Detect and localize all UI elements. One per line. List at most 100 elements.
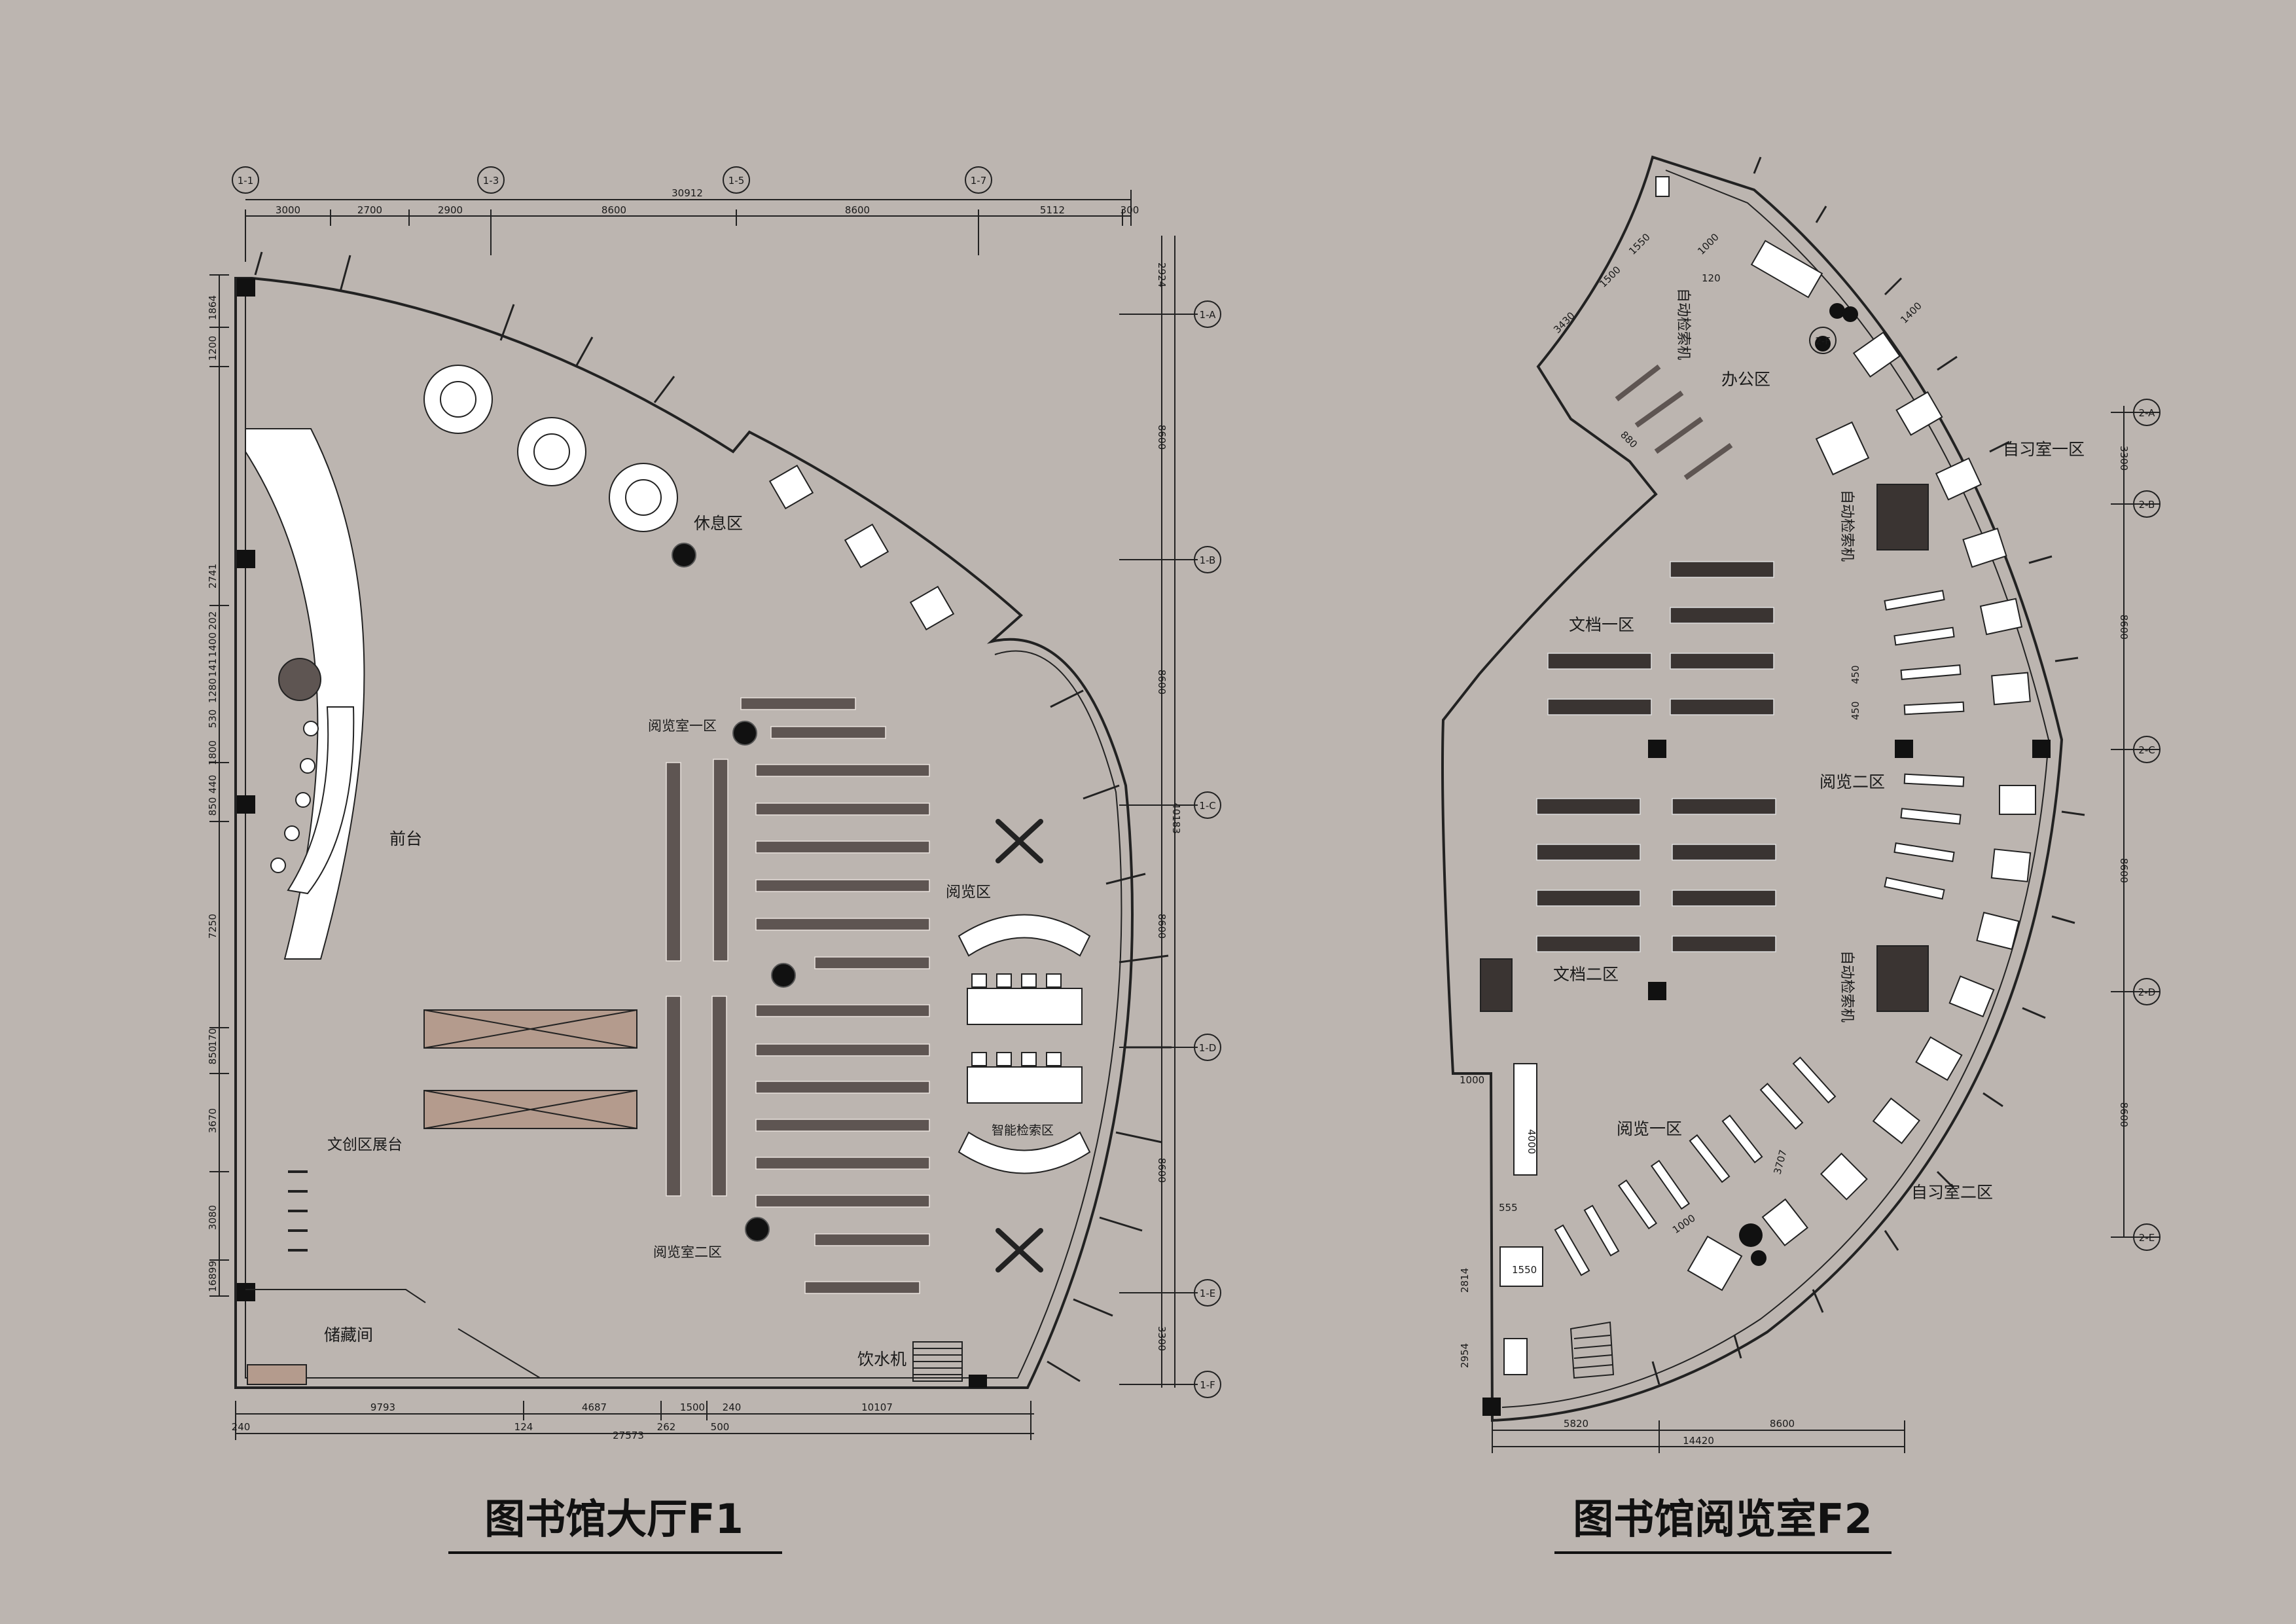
f2-label-study-2: 自习室二区 <box>1911 1183 1993 1202</box>
f2-study-chairs[interactable] <box>1687 421 1870 1291</box>
f2-right-dim: 8600 <box>2118 1102 2130 1127</box>
f2-reading-1-shelves <box>1554 1056 1837 1276</box>
f1-label-creative-display: 文创区展台 <box>327 1136 403 1153</box>
f2-label-reading-1: 阅览一区 <box>1617 1119 1682 1138</box>
f1-left-dim: 202 <box>207 611 219 630</box>
f2-dim: 1550 <box>1626 231 1653 257</box>
f1-left-dim: 440 <box>207 775 219 794</box>
f1-smart-search-desk-bottom[interactable] <box>958 1131 1091 1174</box>
f2-bottom-dim: 5820 <box>1564 1418 1588 1430</box>
f1-reading-station-1[interactable] <box>996 819 1043 863</box>
f2-label-study-1: 自习室一区 <box>2003 440 2085 459</box>
f1-axis-label: 1-7 <box>971 175 987 187</box>
f2-office-desks[interactable] <box>1655 176 1823 298</box>
f2-stairs[interactable] <box>1570 1321 1615 1379</box>
f1-left-dim: 1400 <box>207 632 219 657</box>
f1-columns <box>237 278 987 1388</box>
f1-axis-label: 1-A <box>1200 309 1217 321</box>
floor1-plan: 3000 2700 2900 8600 8600 5112 300 30912 … <box>207 166 1221 1554</box>
f2-inner-wall <box>1501 170 2050 1408</box>
f2-bottom-total: 14420 <box>1683 1435 1714 1447</box>
f2-dim: 1000 <box>1460 1074 1484 1086</box>
f2-label-archive-2: 文档二区 <box>1553 965 1619 984</box>
f2-axis-label: 2-E <box>2139 1232 2155 1244</box>
f1-bottom-dim: 4687 <box>582 1401 607 1413</box>
f2-dim: 4000 <box>1526 1129 1537 1154</box>
f2-label-reading-2: 阅览二区 <box>1820 772 1885 791</box>
f2-archive-shelves-2 <box>1536 798 1776 952</box>
f2-dim: 1500 <box>1597 264 1623 290</box>
f1-bottom-dimensions: 9793 4687 1500 10107 240 124 262 500 240… <box>232 1401 1034 1441</box>
f2-axis-right: 2-A 2-B 2-C 2-D 2-E 2-F <box>1809 327 2161 1251</box>
f2-auto-search-machines[interactable] <box>1480 484 1929 1012</box>
f2-window-mullions <box>1651 156 2085 1385</box>
f2-office-shelves <box>1615 364 1733 480</box>
f1-left-dim: 3080 <box>207 1205 219 1230</box>
f1-axis-label: 1-F <box>1200 1379 1215 1391</box>
f2-label-auto-search-low: 自动检索机 <box>1839 950 1855 1022</box>
f2-label-archive-1: 文档一区 <box>1569 615 1634 634</box>
f1-left-dim: 2741 <box>207 564 219 588</box>
f1-square-tables[interactable] <box>768 464 955 631</box>
f2-archive-shelves-1 <box>1547 561 1774 715</box>
f1-top-dim: 8600 <box>601 204 626 216</box>
f2-label-auto-search-top: 自动检索机 <box>1675 288 1691 360</box>
f2-meeting-tables[interactable] <box>1499 1063 1543 1375</box>
f2-dim: 1550 <box>1512 1264 1537 1276</box>
f1-top-total: 30912 <box>672 187 703 199</box>
f1-left-dim: 530 <box>207 710 219 729</box>
f1-right-dim: 3300 <box>1156 1326 1168 1351</box>
f1-smart-search-desk-top[interactable] <box>958 914 1091 957</box>
f1-bottom-small: 500 <box>711 1421 730 1433</box>
f1-bottom-dim: 10107 <box>861 1401 893 1413</box>
f1-left-dim: 850 <box>207 1046 219 1065</box>
f2-dim: 880 <box>1618 429 1640 450</box>
f1-label-smart-search: 智能检索区 <box>992 1123 1054 1138</box>
f1-top-dim: 300 <box>1121 204 1139 216</box>
f1-axis-label: 1-1 <box>238 175 254 187</box>
f1-left-dim: 1800 <box>207 740 219 765</box>
f1-right-dim: 8600 <box>1156 1158 1168 1183</box>
f1-column-round <box>732 721 757 746</box>
f1-bottom-total: 27573 <box>613 1430 644 1441</box>
f1-display-racks <box>288 1170 308 1252</box>
f2-dim: 2814 <box>1459 1268 1471 1293</box>
f1-creative-display[interactable] <box>423 1009 637 1129</box>
f1-reading-station-2[interactable] <box>996 1228 1043 1272</box>
f2-round-columns <box>1648 740 1767 1266</box>
f2-axis-label: 2-D <box>2138 986 2156 998</box>
f1-axis-label: 1-B <box>1200 554 1216 566</box>
f1-lounge-tables[interactable] <box>423 365 678 532</box>
f2-title: 图书馆阅览室F2 <box>1573 1495 1873 1543</box>
f2-office-dots <box>1815 303 1858 352</box>
f2-label-auto-search-mid: 自动检索机 <box>1839 490 1855 562</box>
f1-left-dim: 1280 <box>207 678 219 703</box>
f2-right-dim: 3300 <box>2118 446 2130 471</box>
f2-reading-2-shelves <box>1884 590 1965 900</box>
f1-smart-search-terminals[interactable] <box>967 988 1083 1104</box>
f1-outer-wall <box>234 277 1134 1389</box>
f1-left-dim: 7250 <box>207 914 219 939</box>
f1-top-dim: 3000 <box>276 204 300 216</box>
f2-study-seats-1[interactable] <box>1761 331 2036 1247</box>
f1-bottom-small: 240 <box>723 1401 742 1413</box>
f1-label-water: 饮水机 <box>857 1350 906 1369</box>
f1-smart-search-seats[interactable] <box>971 973 1062 1066</box>
f1-right-total: 40183 <box>1170 803 1182 834</box>
f1-label-rest: 休息区 <box>694 514 743 533</box>
f1-bookshelves-1 <box>666 697 930 969</box>
f1-axis-top: 1-1 1-3 1-5 1-7 <box>232 166 992 194</box>
f1-axis-label: 1-E <box>1200 1288 1215 1299</box>
f1-label-front-desk: 前台 <box>389 829 422 848</box>
f2-dim: 450 <box>1850 701 1861 720</box>
f1-storage-crate <box>247 1364 307 1385</box>
f1-front-desk-stools[interactable] <box>270 721 319 873</box>
f1-front-desk-inner <box>287 706 355 895</box>
f1-label-reading-room-2: 阅览室二区 <box>653 1244 722 1260</box>
f1-axis-label: 1-3 <box>483 175 499 187</box>
f1-axis-label: 1-5 <box>728 175 745 187</box>
f2-axis-label: 2-C <box>2138 744 2155 756</box>
f1-front-desk-column <box>278 658 321 701</box>
f1-left-dim: 850 <box>207 797 219 816</box>
f1-stairs[interactable] <box>912 1341 963 1382</box>
